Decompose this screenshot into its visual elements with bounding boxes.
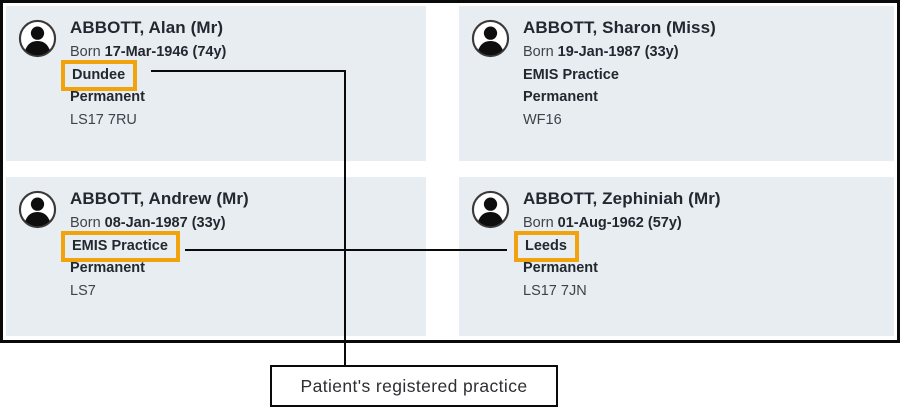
patient-postcode: LS17 7JN — [523, 282, 587, 299]
patient-practice: Dundee — [72, 66, 126, 83]
practice-highlight-box: Leeds — [514, 230, 579, 262]
patient-practice: EMIS Practice — [523, 66, 619, 83]
patient-practice: Leeds — [525, 237, 567, 254]
patient-registration-type: Permanent — [70, 89, 145, 105]
patient-registration-type: Permanent — [70, 260, 145, 276]
patient-dob: 08-Jan-1987 (33y) — [104, 215, 226, 231]
patient-name: ABBOTT, Alan (Mr) — [70, 18, 224, 37]
patient-practice-line: Dundee — [61, 59, 416, 91]
patient-practice-line: EMIS Practice — [61, 230, 416, 262]
practice-highlight-box: EMIS Practice — [61, 230, 180, 262]
person-icon — [18, 19, 57, 58]
annotation-label: Patient's registered practice — [300, 375, 528, 396]
patient-dob: 01-Aug-1962 (57y) — [557, 215, 682, 231]
patient-postcode: LS7 — [70, 282, 96, 299]
patient-registration-type: Permanent — [523, 260, 598, 276]
patient-postcode: WF16 — [523, 111, 562, 128]
patient-practice-line: Leeds — [514, 230, 884, 262]
patient-postcode: LS17 7RU — [70, 111, 137, 128]
person-icon — [471, 190, 510, 229]
patient-name: ABBOTT, Andrew (Mr) — [70, 189, 249, 208]
practice-highlight-box: Dundee — [61, 59, 138, 91]
connector-line-vertical — [344, 70, 346, 366]
connector-line-dundee — [151, 70, 346, 72]
connector-line-emis-leeds — [185, 249, 507, 251]
person-icon — [471, 19, 510, 58]
patient-name: ABBOTT, Zephiniah (Mr) — [523, 189, 721, 208]
annotation-callout-box: Patient's registered practice — [270, 365, 558, 407]
patient-dob: 19-Jan-1987 (33y) — [557, 44, 679, 60]
patient-registration-type: Permanent — [523, 89, 598, 105]
patient-name: ABBOTT, Sharon (Miss) — [523, 18, 716, 37]
person-icon — [18, 190, 57, 229]
patient-practice: EMIS Practice — [72, 237, 168, 254]
patient-dob: 17-Mar-1946 (74y) — [104, 44, 227, 60]
